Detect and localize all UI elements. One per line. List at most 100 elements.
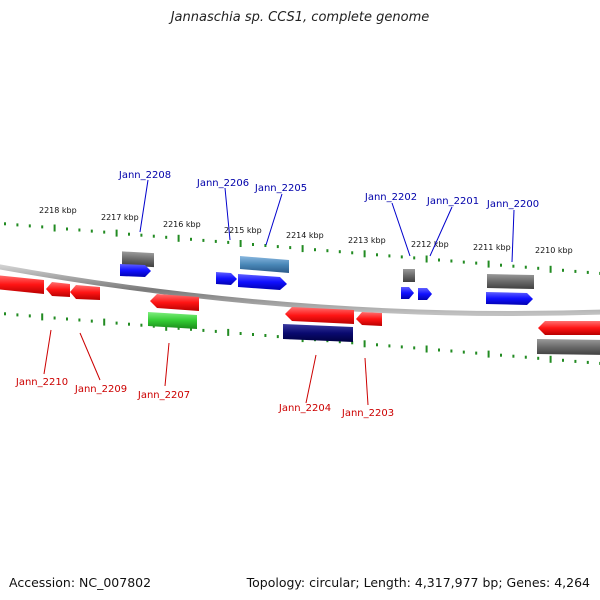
gene-label[interactable]: Jann_2205 — [254, 183, 307, 194]
scale-tick-minor — [276, 335, 279, 339]
scale-tick-minor — [450, 349, 453, 353]
gene-arrow[interactable] — [356, 312, 382, 326]
gene-arrow[interactable] — [150, 294, 199, 311]
gene-block[interactable] — [403, 269, 415, 282]
scale-tick-minor — [462, 260, 465, 264]
scale-tick-minor — [524, 265, 527, 269]
label-leaders — [43, 179, 515, 406]
gene-label[interactable]: Jann_2203 — [341, 408, 394, 419]
scale-tick-minor — [388, 344, 391, 348]
bottom-scale-track — [4, 312, 600, 365]
scale-tick-minor — [41, 225, 44, 229]
scale-label: 2217 kbp — [101, 213, 139, 222]
scale-labels: 2218 kbp 2217 kbp 2216 kbp 2215 kbp 2214… — [39, 206, 573, 255]
scale-label: 2216 kbp — [163, 220, 201, 229]
scale-tick-major — [103, 318, 106, 326]
scale-tick-minor — [562, 358, 564, 362]
gene-label[interactable]: Jann_2202 — [364, 192, 417, 203]
scale-tick-minor — [128, 232, 130, 236]
scale-tick-minor — [16, 223, 19, 227]
scale-tick-minor — [351, 251, 354, 255]
scale-tick-minor — [78, 228, 81, 232]
scale-tick-minor — [53, 316, 56, 320]
gene-label[interactable]: Jann_2208 — [118, 170, 171, 181]
gene-block[interactable] — [122, 251, 154, 268]
scale-tick-major — [41, 313, 44, 321]
scale-tick-minor — [512, 264, 515, 268]
gene-label[interactable]: Jann_2204 — [278, 403, 331, 414]
map-title: Jannaschia sp. CCS1, complete genome — [170, 10, 430, 25]
scale-tick-major — [301, 245, 304, 253]
scale-tick-minor — [177, 326, 180, 330]
scale-tick-minor — [190, 327, 192, 331]
gene-label[interactable]: Jann_2201 — [426, 196, 479, 207]
gene-arrow[interactable] — [0, 275, 44, 294]
scale-tick-minor — [252, 333, 254, 336]
scale-tick-minor — [90, 319, 93, 323]
scale-tick-minor — [500, 353, 502, 357]
scale-tick-minor — [90, 229, 93, 233]
gene-label[interactable]: Jann_2210 — [15, 377, 68, 388]
gene-block[interactable] — [537, 339, 600, 355]
scale-tick-minor — [28, 224, 31, 228]
scale-tick-minor — [376, 343, 378, 347]
scale-label: 2215 kbp — [224, 226, 262, 235]
gene-label[interactable]: Jann_2207 — [137, 390, 190, 401]
scale-tick-minor — [413, 256, 416, 260]
scale-tick-major — [549, 355, 552, 363]
scale-tick-major — [363, 250, 366, 258]
gene-arrow[interactable] — [538, 321, 600, 335]
scale-tick-minor — [252, 243, 254, 246]
scale-tick-minor — [4, 222, 6, 226]
scale-label: 2218 kbp — [39, 206, 77, 215]
gene-block[interactable] — [240, 256, 289, 273]
scale-tick-minor — [413, 346, 416, 350]
scale-label: 2210 kbp — [535, 246, 573, 255]
scale-label: 2212 kbp — [411, 240, 449, 249]
scale-tick-minor — [276, 245, 279, 249]
scale-tick-major — [53, 224, 56, 232]
scale-tick-minor — [524, 355, 527, 359]
scale-tick-major — [487, 260, 490, 268]
gene-arrow[interactable] — [70, 285, 100, 300]
scale-tick-minor — [78, 318, 81, 322]
gene-label[interactable]: Jann_2206 — [196, 178, 249, 189]
scale-tick-minor — [438, 258, 440, 262]
scale-tick-minor — [586, 270, 589, 274]
scale-tick-minor — [140, 233, 143, 237]
gene-label[interactable]: Jann_2209 — [74, 384, 127, 395]
gene-block[interactable] — [487, 274, 534, 289]
scale-tick-minor — [537, 356, 540, 360]
gene-arrow[interactable] — [46, 282, 70, 297]
gene-arrow[interactable] — [285, 307, 354, 324]
scale-tick-minor — [338, 250, 341, 254]
gene-arrow[interactable] — [401, 287, 414, 299]
scale-tick-minor — [586, 360, 589, 364]
gene-arrow[interactable] — [238, 274, 287, 290]
gene-block[interactable] — [283, 324, 353, 342]
scale-tick-minor — [103, 230, 106, 234]
scale-tick-minor — [338, 340, 341, 344]
gene-label[interactable]: Jann_2200 — [486, 199, 539, 210]
gene-arrow[interactable] — [418, 288, 432, 300]
scale-tick-minor — [16, 313, 19, 317]
scale-tick-minor — [202, 328, 205, 332]
scale-tick-minor — [351, 341, 354, 345]
scale-label: 2214 kbp — [286, 231, 324, 240]
reverse-strand-genes — [0, 275, 600, 355]
gene-arrow[interactable] — [120, 264, 151, 277]
scale-tick-major — [227, 328, 230, 336]
scale-tick-minor — [314, 248, 316, 252]
scale-tick-minor — [140, 323, 143, 327]
scale-tick-minor — [214, 239, 217, 243]
scale-tick-minor — [388, 254, 391, 258]
gene-arrow[interactable] — [216, 272, 237, 285]
gene-arrow[interactable] — [486, 292, 533, 305]
scale-tick-minor — [475, 261, 478, 265]
scale-tick-minor — [4, 312, 6, 316]
gene-labels-forward: Jann_2208 Jann_2206 Jann_2205 Jann_2202 … — [118, 170, 539, 210]
scale-tick-minor — [500, 263, 502, 267]
gene-block[interactable] — [148, 312, 197, 329]
